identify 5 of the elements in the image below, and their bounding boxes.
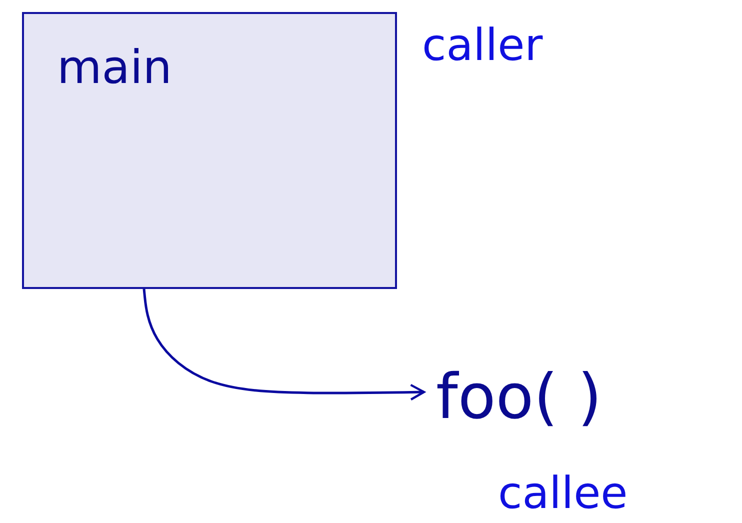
role-label: caller [422,24,543,68]
role-label: callee [498,472,628,516]
function-name: main [57,44,172,90]
arrow [142,288,426,401]
function-call: foo( ) [436,366,602,428]
